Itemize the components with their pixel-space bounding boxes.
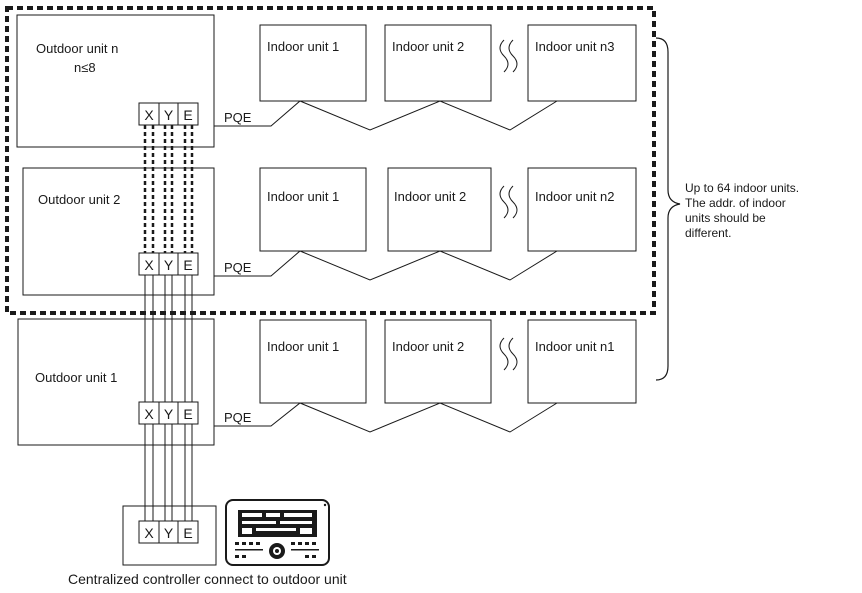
terminal-x: X: [144, 107, 154, 123]
indoor-unit: Indoor unit n2: [527, 167, 637, 252]
terminal-e: E: [183, 257, 192, 273]
indoor-unit: Indoor unit 1: [259, 24, 367, 102]
brace-note: Up to 64 indoor units. The addr. of indo…: [685, 181, 799, 240]
pqe-bus: [214, 250, 558, 281]
svg-text:Indoor unit 2: Indoor unit 2: [392, 339, 464, 354]
svg-text:The addr. of indoor: The addr. of indoor: [685, 196, 786, 210]
svg-text:Indoor unit 2: Indoor unit 2: [394, 189, 466, 204]
svg-text:Indoor unit n2: Indoor unit n2: [535, 189, 615, 204]
terminal-y: Y: [164, 406, 174, 422]
terminal-block: X Y E: [138, 401, 199, 425]
terminal-e: E: [183, 107, 192, 123]
svg-text:Indoor unit n1: Indoor unit n1: [535, 339, 615, 354]
svg-text:Indoor unit 1: Indoor unit 1: [267, 339, 339, 354]
xye-interconnect-dashed: [143, 125, 194, 253]
indoor-unit: Indoor unit 2: [384, 319, 492, 404]
svg-text:Indoor unit n3: Indoor unit n3: [535, 39, 615, 54]
svg-text:Indoor unit 1: Indoor unit 1: [267, 189, 339, 204]
outdoor-unit-1: Outdoor unit 1 X Y E PQE: [17, 318, 558, 446]
continuation-icon: [499, 39, 518, 73]
terminal-y: Y: [164, 525, 174, 541]
svg-text:units should be: units should be: [685, 211, 766, 225]
indoor-unit: Indoor unit 2: [384, 24, 492, 102]
terminal-block: X Y E: [138, 102, 199, 126]
terminal-e: E: [183, 525, 192, 541]
pqe-label: PQE: [224, 110, 252, 125]
pqe-bus: [214, 100, 558, 131]
indoor-unit: Indoor unit n3: [527, 24, 637, 102]
pqe-label: PQE: [224, 260, 252, 275]
indoor-unit: Indoor unit n1: [527, 319, 637, 404]
outdoor-unit-label: Outdoor unit 2: [38, 192, 120, 207]
indoor-unit: Indoor unit 1: [259, 167, 367, 252]
controller-caption: Centralized controller connect to outdoo…: [68, 571, 347, 587]
terminal-e: E: [183, 406, 192, 422]
outdoor-unit-2: Outdoor unit 2 X Y E PQE: [22, 167, 558, 296]
terminal-x: X: [144, 257, 154, 273]
continuation-icon: [499, 337, 518, 371]
outdoor-unit-n: Outdoor unit n n≤8 X Y E PQE: [16, 14, 558, 148]
svg-text:Up to 64 indoor units.: Up to 64 indoor units.: [685, 181, 799, 195]
indoor-unit: Indoor unit 2: [387, 167, 492, 252]
terminal-y: Y: [164, 257, 174, 273]
continuation-icon: [499, 185, 518, 219]
svg-text:Indoor unit 2: Indoor unit 2: [392, 39, 464, 54]
group-boundary: [5, 6, 656, 315]
outdoor-unit-label: Outdoor unit n: [36, 41, 118, 56]
svg-text:Indoor unit 1: Indoor unit 1: [267, 39, 339, 54]
centralized-controller: X Y E: [122, 505, 217, 566]
terminal-block: X Y E: [138, 252, 199, 276]
pqe-bus: [214, 402, 558, 433]
outdoor-unit-note: n≤8: [74, 60, 96, 75]
terminal-y: Y: [164, 107, 174, 123]
svg-text:different.: different.: [685, 226, 731, 240]
outdoor-unit-label: Outdoor unit 1: [35, 370, 117, 385]
xye-interconnect: [144, 275, 193, 521]
pqe-label: PQE: [224, 410, 252, 425]
brace: [655, 37, 681, 381]
terminal-x: X: [144, 406, 154, 422]
terminal-x: X: [144, 525, 154, 541]
controller-panel-icon: [225, 499, 330, 566]
indoor-unit: Indoor unit 1: [259, 319, 367, 404]
